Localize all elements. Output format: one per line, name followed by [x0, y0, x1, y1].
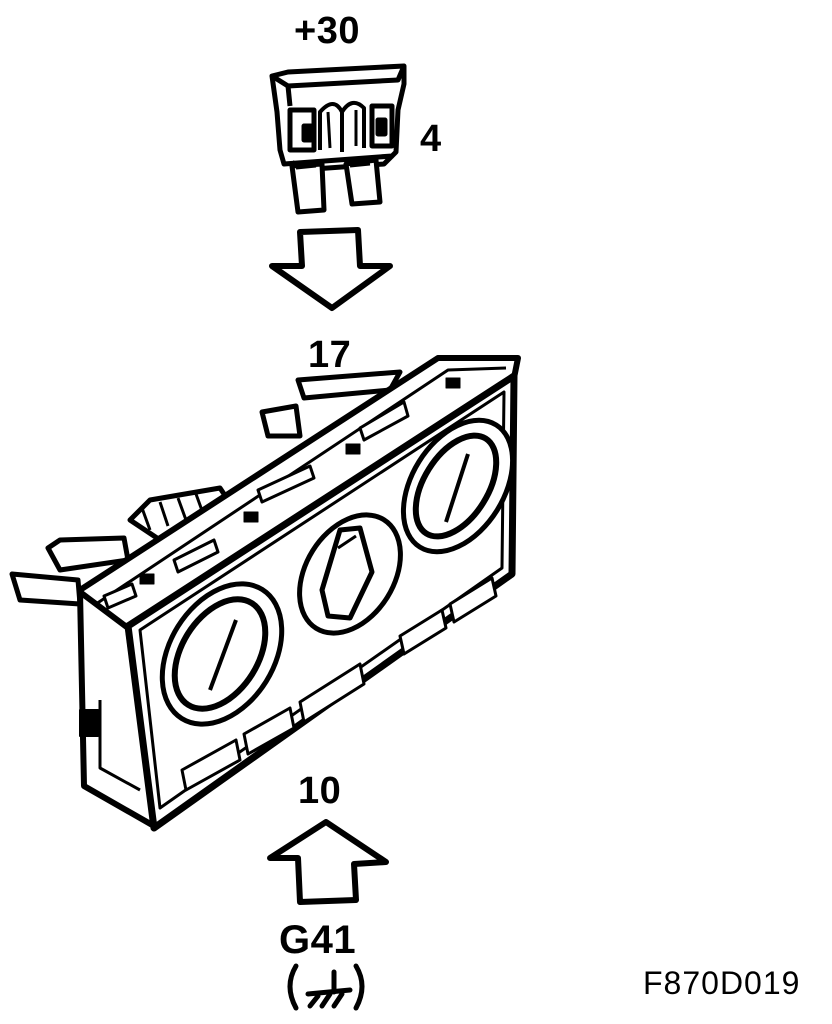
figure-id-label: F870D019 [643, 965, 801, 1001]
arrow-down-icon [269, 227, 393, 311]
climate-control-panel [9, 355, 521, 832]
blade-fuse-icon [269, 63, 407, 215]
ground-point-label: G41 [279, 918, 357, 962]
input-pin-label: 17 [308, 334, 352, 376]
chassis-ground-icon [287, 963, 365, 1011]
arrow-up-icon [267, 819, 389, 905]
fuse-number-label: 4 [420, 118, 442, 160]
output-pin-label: 10 [298, 770, 342, 812]
supply-terminal-label: +30 [294, 10, 360, 52]
